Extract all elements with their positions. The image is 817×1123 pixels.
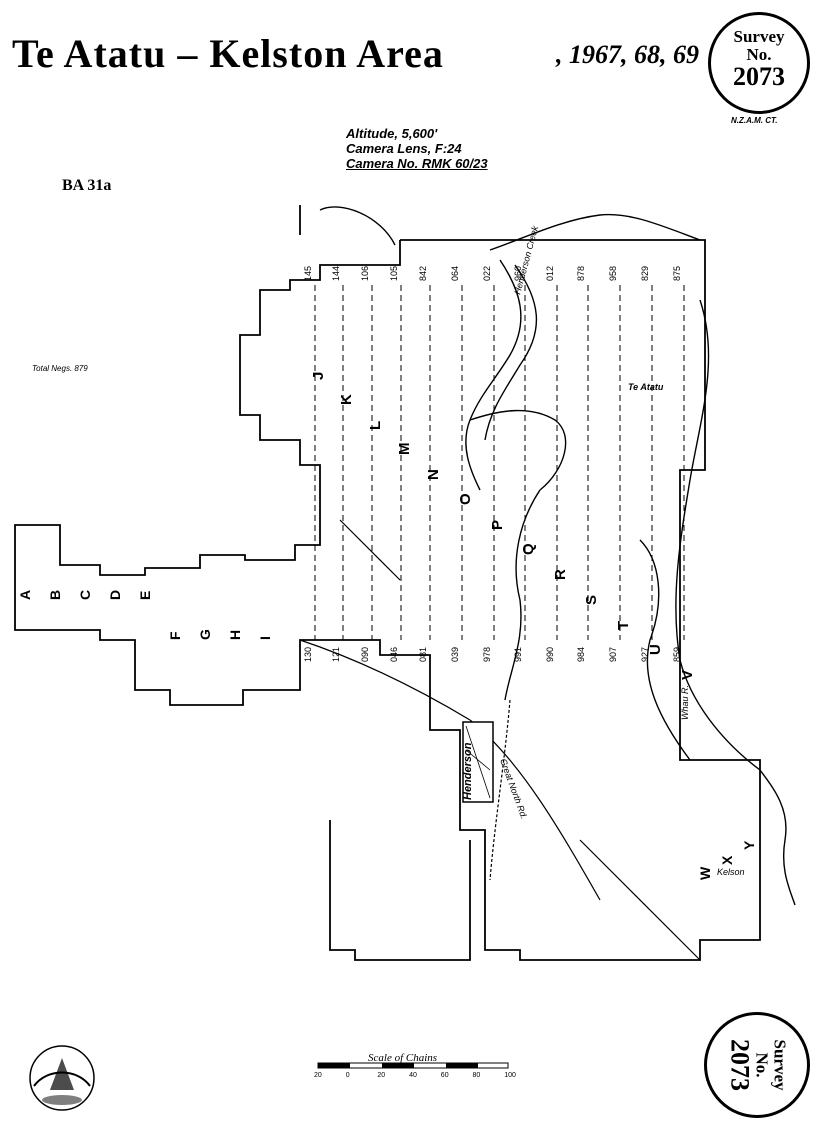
- strip-bottom-number: 090: [360, 647, 370, 662]
- label-kelson: Kelson: [717, 867, 745, 877]
- scale-ticks: 20 0 20 40 60 80 100: [314, 1072, 516, 1079]
- strip-letter-v: V: [679, 670, 696, 680]
- strip-bottom-number: 991: [513, 647, 523, 662]
- label-henderson-creek: Henderson Creek: [512, 224, 540, 295]
- strip-top-number: 960: [513, 266, 523, 281]
- strip-letter-south-y: Y: [741, 840, 757, 850]
- strip-bottom-number: 121: [331, 647, 341, 662]
- scale-label: Scale of Chains: [368, 1052, 438, 1064]
- strip-bottom-number: 859: [672, 647, 682, 662]
- strip-top-number: 144: [331, 266, 341, 281]
- label-great-north-road: Great North Rd.: [498, 757, 529, 820]
- strip-bottom-number: 984: [576, 647, 586, 662]
- strip-letter-west-f: F: [167, 631, 183, 640]
- map-title: Te Atatu – Kelston Area: [12, 31, 444, 76]
- strip-top-number: 875: [672, 266, 682, 281]
- plate-label: BA 31a: [62, 177, 112, 194]
- strip-letters: J K L M N O P Q R S T U V A B C D E F G H I WXY: [17, 372, 757, 880]
- strip-top-number: 145: [303, 266, 313, 281]
- seal-bottom-line2: No.: [752, 1052, 772, 1078]
- survey-seal-bottom: Survey No. 2073: [704, 1012, 810, 1118]
- camera-lens: Camera Lens, F:24: [346, 141, 462, 156]
- label-henderson: Henderson: [462, 742, 474, 800]
- strip-bottom-number: 081: [418, 647, 428, 662]
- seal-number: 2073: [733, 62, 785, 91]
- strip-letter-l: L: [367, 421, 384, 430]
- label-te-atatu: Te Atatu: [628, 382, 664, 392]
- strip-letter-west-e: E: [137, 591, 153, 600]
- strip-bottom-number: 927: [640, 647, 650, 662]
- roads: [299, 519, 701, 961]
- strip-letter-t: T: [615, 621, 632, 630]
- strip-letter-n: N: [425, 469, 442, 480]
- strip-letter-south-x: X: [719, 855, 735, 865]
- company-logo: [29, 1045, 95, 1111]
- maker-credit: N.Z.A.M. CT.: [731, 116, 778, 125]
- survey-boundary: [14, 205, 761, 961]
- seal-bottom-line1: Survey: [770, 1039, 790, 1091]
- strip-letter-s: S: [583, 595, 600, 605]
- strip-letter-west-c: C: [77, 590, 93, 600]
- strip-letter-p: P: [489, 520, 506, 530]
- strip-bottom-number: 907: [608, 647, 618, 662]
- strip-letter-west-b: B: [47, 590, 63, 600]
- strip-top-number: 105: [389, 266, 399, 281]
- scale-tick-label: 60: [441, 1072, 449, 1079]
- camera-number: Camera No. RMK 60/23: [346, 156, 488, 171]
- scale-tick-label: 80: [473, 1072, 481, 1079]
- strip-top-number: 829: [640, 266, 650, 281]
- strip-letter-j: J: [310, 372, 327, 380]
- strip-letter-west-d: D: [107, 590, 123, 600]
- strip-top-number: 958: [608, 266, 618, 281]
- seal-line1: Survey: [733, 27, 785, 46]
- strip-letter-west-a: A: [17, 590, 33, 600]
- strip-bottom-number: 039: [450, 647, 460, 662]
- seal-bottom-number: 2073: [725, 1039, 755, 1091]
- strip-top-number: 878: [576, 266, 586, 281]
- strip-top-number: 064: [450, 266, 460, 281]
- strip-top-number: 022: [482, 266, 492, 281]
- scale-bar: [317, 1062, 509, 1069]
- strip-letter-u: U: [647, 644, 664, 655]
- map-years: , 1967, 68, 69: [556, 40, 699, 69]
- strip-letter-m: M: [396, 443, 413, 456]
- scale-tick-label: 100: [504, 1072, 516, 1079]
- strip-letter-west-g: G: [197, 629, 213, 640]
- strip-top-number: 106: [360, 266, 370, 281]
- henderson-block: [462, 721, 494, 803]
- strip-letter-south-w: W: [697, 866, 713, 880]
- strip-bottom-number: 130: [303, 647, 313, 662]
- scale-tick-label: 20: [377, 1072, 385, 1079]
- flight-strips: 145 130 144 121 106 090 105 046 842 081 064 039 022 9…: [303, 266, 685, 662]
- camera-altitude: Altitude, 5,600': [346, 126, 438, 141]
- strip-letter-west-i: I: [257, 636, 273, 640]
- scale-tick-label: 20: [314, 1072, 322, 1079]
- label-whau-river: Whau R.: [680, 685, 690, 720]
- total-negatives: Total Negs. 879: [32, 364, 88, 373]
- camera-info: Altitude, 5,600' Camera Lens, F:24 Camer…: [346, 126, 488, 171]
- strip-letter-q: Q: [520, 543, 537, 555]
- strip-bottom-number: 046: [389, 647, 399, 662]
- strip-bottom-number: 978: [482, 647, 492, 662]
- strip-letter-o: O: [457, 493, 474, 505]
- strip-top-number: 012: [545, 266, 555, 281]
- strip-letter-k: K: [338, 394, 355, 405]
- strip-letter-west-h: H: [227, 630, 243, 640]
- survey-seal-top: Survey No. 2073: [708, 12, 810, 114]
- strip-top-number: 842: [418, 266, 428, 281]
- scale-tick-label: 40: [409, 1072, 417, 1079]
- seal-line2: No.: [746, 45, 772, 64]
- strip-bottom-number: 990: [545, 647, 555, 662]
- place-labels: Henderson Te Atatu Kelson Henderson Cree…: [462, 224, 745, 877]
- scale-tick-label: 0: [346, 1072, 350, 1079]
- strip-letter-r: R: [552, 569, 569, 580]
